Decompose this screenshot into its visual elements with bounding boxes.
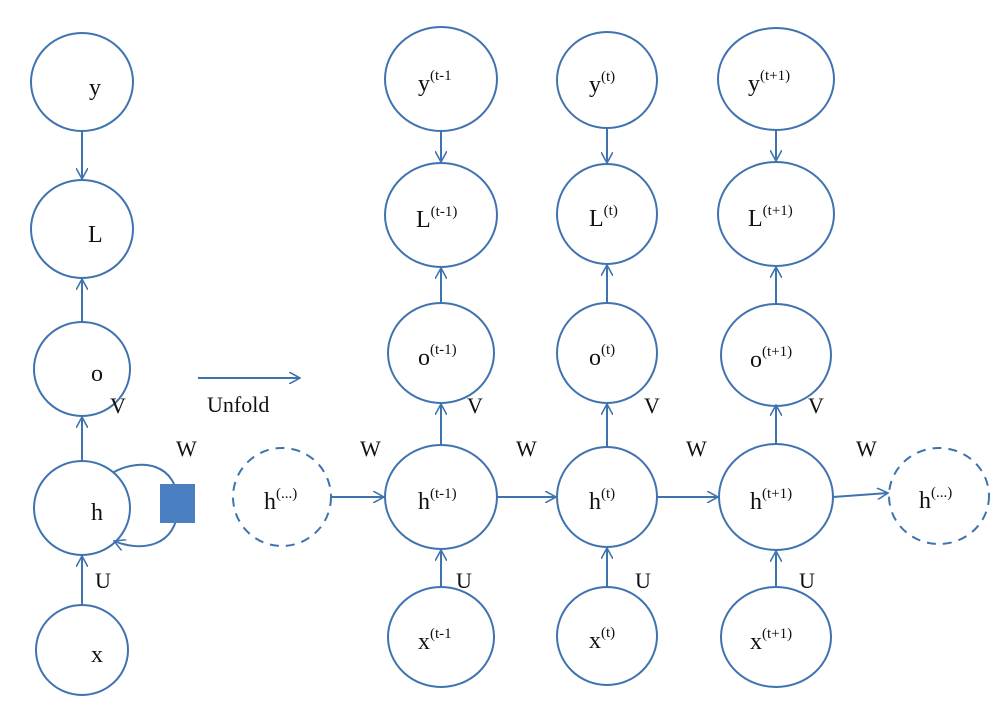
y-t-plus-1-label: y(t+1) [748,68,790,97]
folded-h-label: h [91,500,103,526]
W-label-2: W [516,436,537,461]
x-t-minus-1-label: x(t-1 [418,626,452,655]
L-t-label: L(t) [589,203,618,232]
L-t-minus-1-label: L(t-1) [416,204,457,233]
x-t-label: x(t) [589,625,615,654]
folded-U-label: U [95,568,111,593]
x-t-plus-1-label: x(t+1) [750,626,792,655]
o-t-minus-1-label: o(t-1) [418,342,457,371]
W-label-4: W [856,436,877,461]
h-prev-label: h(...) [264,486,297,515]
folded-L-label: L [88,222,103,248]
h-next-label: h(...) [919,485,952,514]
h-t-label: h(t) [589,486,615,515]
delay-square [160,484,195,523]
W-label-1: W [360,436,381,461]
V-t-minus-1-label: V [467,393,483,418]
y-t-minus-1-label: y(t-1 [418,68,452,97]
U-t-label: U [635,568,651,593]
folded-o-label: o [91,361,103,387]
W-label-3: W [686,436,707,461]
folded-x-label: x [91,642,103,668]
U-t-minus-1-label: U [456,568,472,593]
h-next-node [888,447,990,545]
h-t-minus-1-label: h(t-1) [418,486,457,515]
L-t-plus-1-label: L(t+1) [748,203,793,232]
U-t-plus-1-label: U [799,568,815,593]
o-t-label: o(t) [589,342,615,371]
V-t-plus-1-label: V [808,393,824,418]
folded-y-label: y [89,75,101,101]
folded-W-label: W [176,436,197,461]
unfold-label: Unfold [207,392,269,417]
folded-V-label: V [110,393,126,418]
folded-x-node [35,604,129,696]
folded-y-node [30,32,134,132]
V-t-label: V [644,393,660,418]
o-t-plus-1-label: o(t+1) [750,344,792,373]
y-t-label: y(t) [589,69,615,98]
folded-L-node [30,179,134,279]
h-t-plus-1-label: h(t+1) [750,486,792,515]
arrow-h-t-plus-1-to-h-next [832,493,888,497]
